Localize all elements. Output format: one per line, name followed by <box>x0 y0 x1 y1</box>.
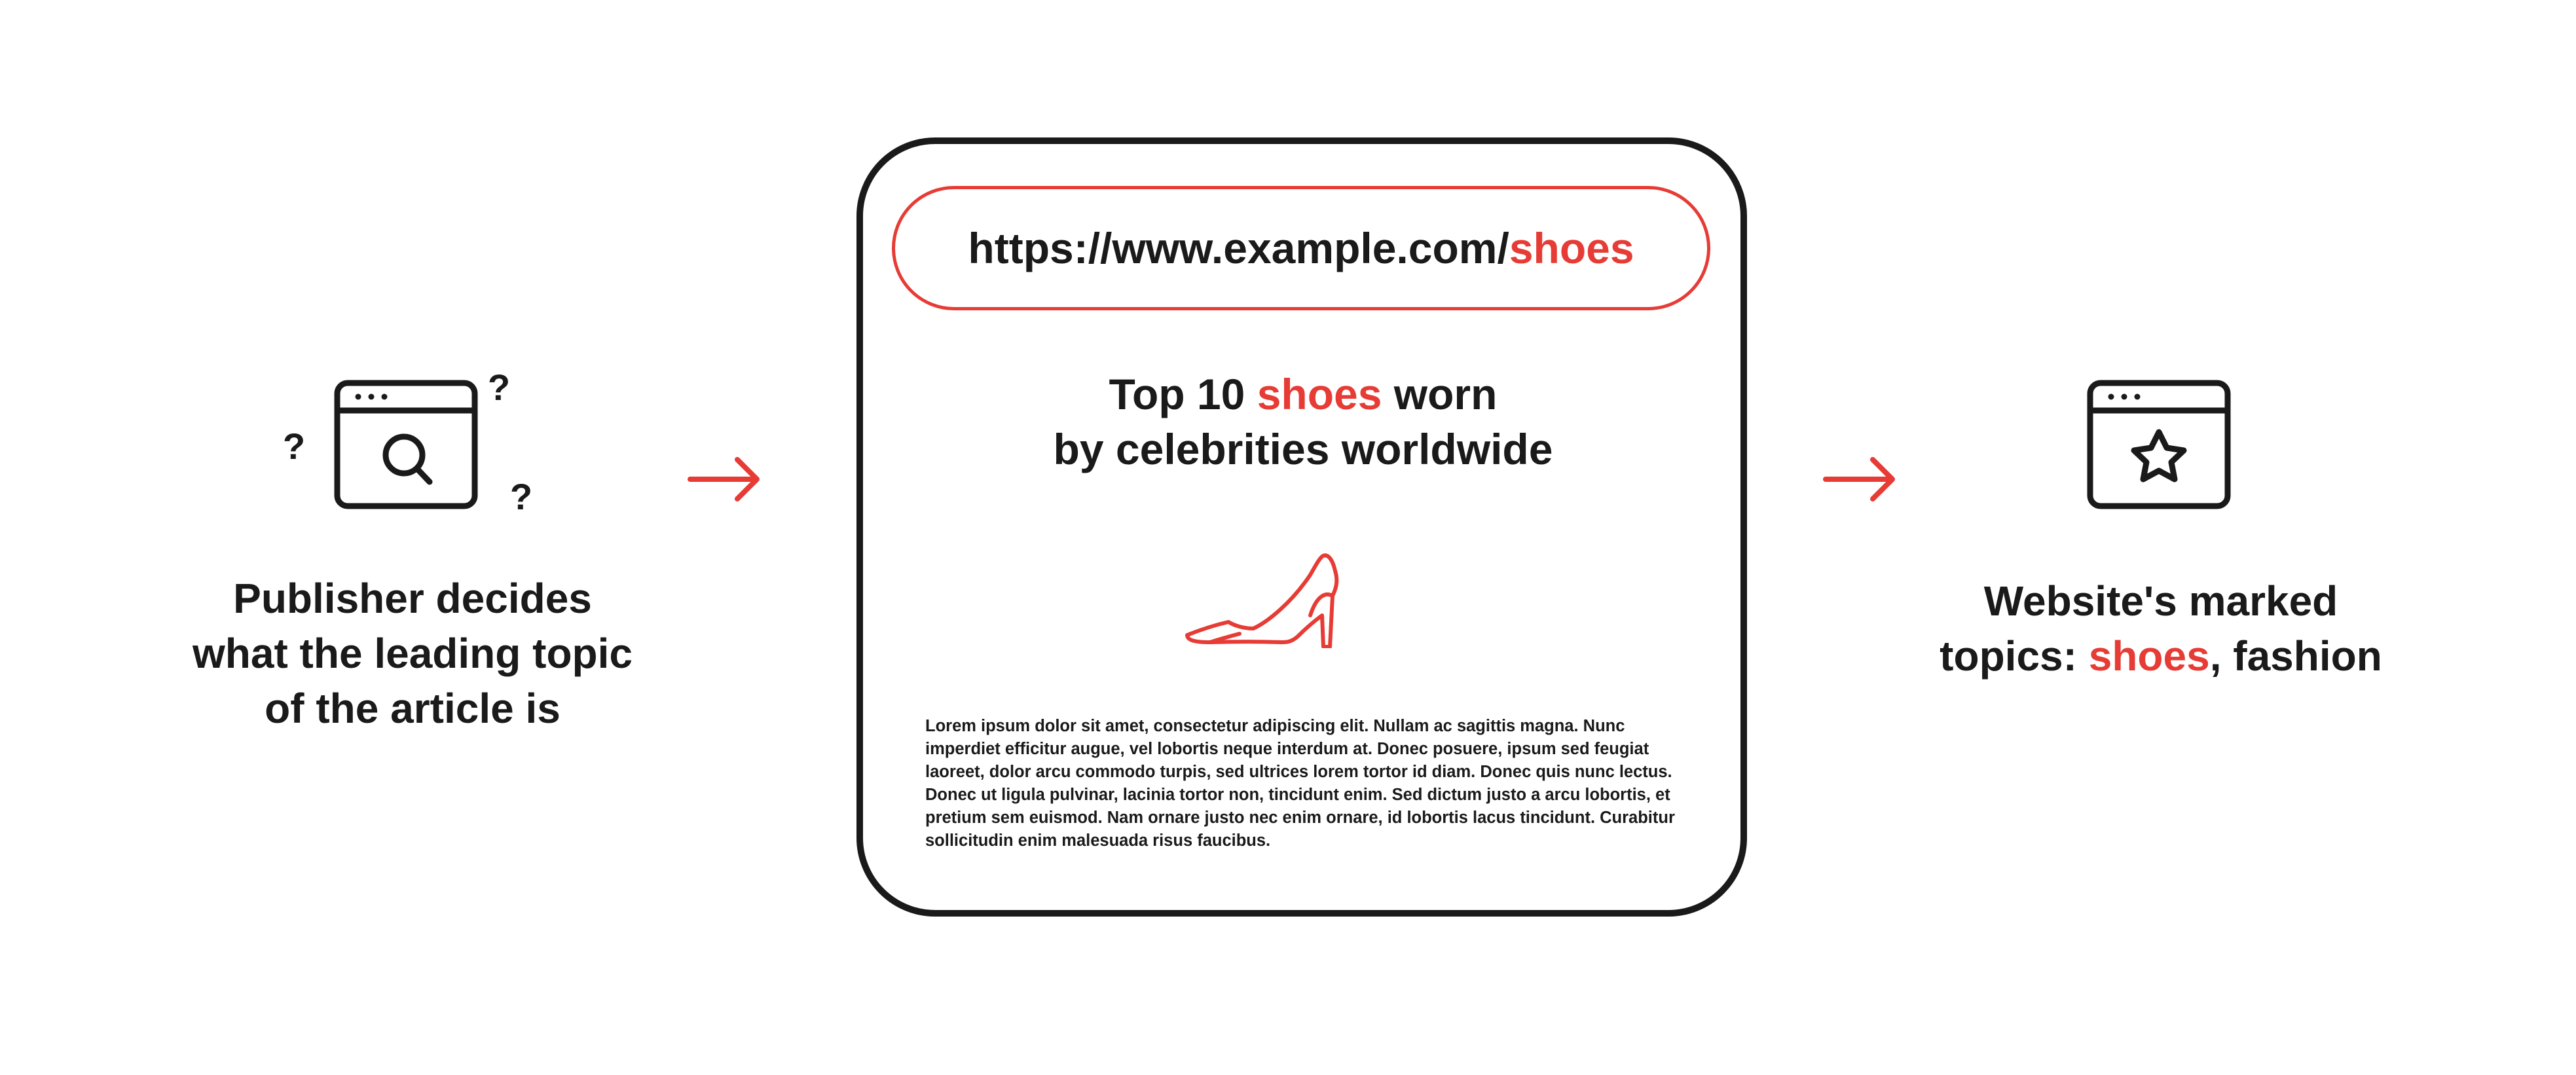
browser-star-icon <box>2087 380 2231 509</box>
arrow-right-icon <box>1823 457 1895 501</box>
article-card <box>856 137 1747 917</box>
url-prefix: https://www.example.com/ <box>968 224 1509 272</box>
headline-line2: by celebrities worldwide <box>1053 425 1553 473</box>
right-caption-text: , fashion <box>2209 632 2382 680</box>
article-body-text: Lorem ipsum dolor sit amet, consectetur … <box>925 717 1675 850</box>
left-caption: Publisher decides what the leading topic… <box>157 571 668 736</box>
left-caption-line: what the leading topic <box>192 630 633 677</box>
right-caption-line: Website's marked <box>1983 577 2338 625</box>
right-caption-topic: shoes <box>2088 632 2210 680</box>
question-mark-icon: ? <box>510 476 532 517</box>
high-heel-shoe-icon <box>1185 553 1339 648</box>
url-topic: shoes <box>1509 224 1634 272</box>
right-caption: Website's marked topics: shoes, fashion <box>1899 574 2423 683</box>
question-mark-icon: ? <box>283 426 305 467</box>
article-headline: Top 10 shoes worn by celebrities worldwi… <box>956 367 1650 477</box>
arrow-right-icon <box>688 457 760 501</box>
left-caption-line: of the article is <box>265 685 561 732</box>
left-caption-line: Publisher decides <box>233 575 592 622</box>
headline-text: Top 10 <box>1109 370 1257 418</box>
url-bar: https://www.example.com/shoes <box>892 186 1710 310</box>
headline-text: worn <box>1382 370 1498 418</box>
question-mark-icon: ? <box>488 370 510 408</box>
headline-topic: shoes <box>1257 370 1382 418</box>
right-caption-text: topics: <box>1940 632 2089 680</box>
browser-search-icon: ? ? ? <box>283 370 532 517</box>
